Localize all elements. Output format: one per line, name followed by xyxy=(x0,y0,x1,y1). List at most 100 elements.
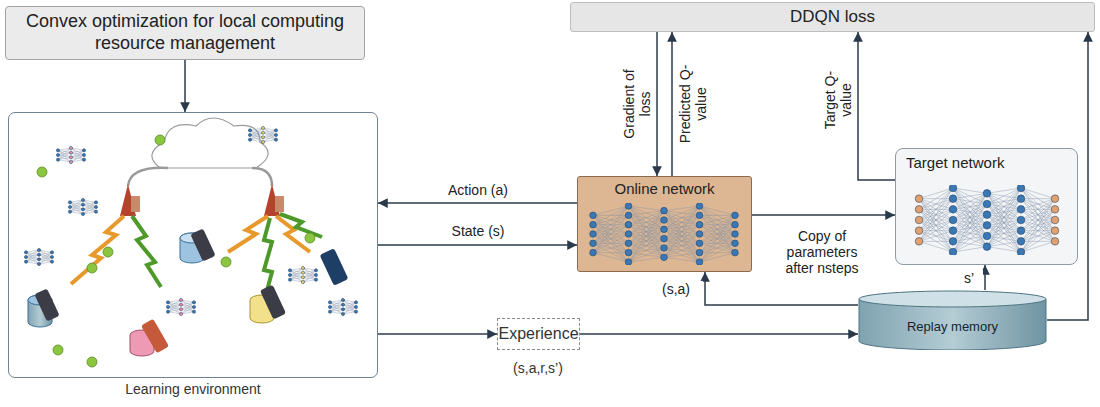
net-neuron xyxy=(69,151,72,154)
drawing-part xyxy=(128,168,168,186)
net-link xyxy=(71,155,84,162)
net-link xyxy=(1021,188,1055,231)
net-link xyxy=(168,305,181,312)
net-neuron xyxy=(696,221,703,228)
net-link xyxy=(953,204,987,252)
net-link xyxy=(168,312,181,314)
node-label: Target network xyxy=(906,154,1004,171)
net-link xyxy=(919,209,953,241)
net-neuron xyxy=(696,249,703,256)
net-link xyxy=(953,193,987,198)
net-link xyxy=(181,312,194,314)
arrow-connector xyxy=(378,202,577,204)
net-link xyxy=(26,255,39,262)
net-link xyxy=(58,160,71,162)
net-link xyxy=(58,157,71,159)
net-link xyxy=(987,188,1021,225)
net-link xyxy=(629,206,665,248)
net-neuron xyxy=(24,255,27,258)
net-link xyxy=(593,252,629,253)
drawing-part xyxy=(131,196,140,212)
net-link xyxy=(263,128,276,140)
net-neuron xyxy=(949,195,957,203)
net-link xyxy=(700,206,736,253)
net-neuron xyxy=(625,203,632,209)
net-link xyxy=(330,305,343,312)
net-neuron xyxy=(625,231,632,238)
net-link xyxy=(700,215,736,252)
net-link xyxy=(664,206,700,257)
net-link xyxy=(987,220,1021,247)
net-link xyxy=(83,207,96,214)
net-neuron xyxy=(179,303,182,306)
net-link xyxy=(987,241,1021,246)
net-link xyxy=(1021,188,1055,241)
net-link xyxy=(70,200,83,212)
arrow-connector xyxy=(858,32,895,180)
net-neuron xyxy=(248,129,251,132)
arrow-connector xyxy=(705,272,858,305)
net-link xyxy=(58,148,71,160)
net-neuron xyxy=(949,248,957,255)
net-neuron xyxy=(1017,195,1025,203)
net-neuron xyxy=(732,221,739,228)
net-neuron xyxy=(82,153,85,156)
net-neuron xyxy=(50,255,53,258)
drawing-part xyxy=(320,248,349,286)
net-neuron xyxy=(661,235,668,242)
net-neuron xyxy=(590,212,597,219)
net-neuron xyxy=(68,205,71,208)
net-neuron xyxy=(341,298,344,301)
net-neuron xyxy=(179,298,182,301)
net-link xyxy=(39,257,52,264)
net-link xyxy=(343,312,356,314)
net-link xyxy=(700,215,736,216)
net-link xyxy=(987,215,1021,252)
net-neuron xyxy=(94,210,97,213)
net-neuron xyxy=(696,231,703,238)
net-link xyxy=(39,252,52,264)
net-neuron xyxy=(983,200,991,208)
net-neuron xyxy=(261,140,264,143)
net-link xyxy=(181,302,194,314)
neural-net-icon xyxy=(588,203,740,265)
connector-label: Predicted Q-value xyxy=(677,57,709,151)
cloud xyxy=(128,118,272,186)
node-label: Convex optimization for local computing … xyxy=(16,11,354,54)
net-link xyxy=(168,300,181,312)
net-neuron xyxy=(192,305,195,308)
net-link xyxy=(303,280,316,282)
net-link xyxy=(330,312,343,314)
net-link xyxy=(593,243,629,262)
net-link xyxy=(1021,188,1055,199)
net-link xyxy=(700,215,736,243)
net-neuron xyxy=(37,258,40,261)
net-neuron xyxy=(915,216,923,224)
net-link xyxy=(26,250,39,262)
net-neuron xyxy=(590,221,597,228)
net-neuron xyxy=(661,207,668,214)
net-link xyxy=(953,193,987,230)
net-neuron xyxy=(1051,216,1059,224)
net-neuron xyxy=(314,273,317,276)
net-link xyxy=(593,225,629,253)
net-link xyxy=(181,307,194,314)
net-neuron xyxy=(1051,238,1059,246)
net-link xyxy=(953,247,987,252)
drawing-part xyxy=(87,357,97,367)
net-link xyxy=(629,206,665,229)
net-link xyxy=(83,202,96,214)
net-link xyxy=(953,188,987,215)
net-neuron xyxy=(248,133,251,136)
net-link xyxy=(629,229,665,262)
net-link xyxy=(664,234,700,257)
net-link xyxy=(70,209,83,211)
net-link xyxy=(593,215,629,262)
arrow-connector xyxy=(752,214,895,216)
net-link xyxy=(700,206,736,234)
drawing-part xyxy=(252,168,272,186)
drawing-part xyxy=(221,257,231,267)
net-neuron xyxy=(288,273,291,276)
net-link xyxy=(629,239,665,262)
net-link xyxy=(953,188,987,247)
